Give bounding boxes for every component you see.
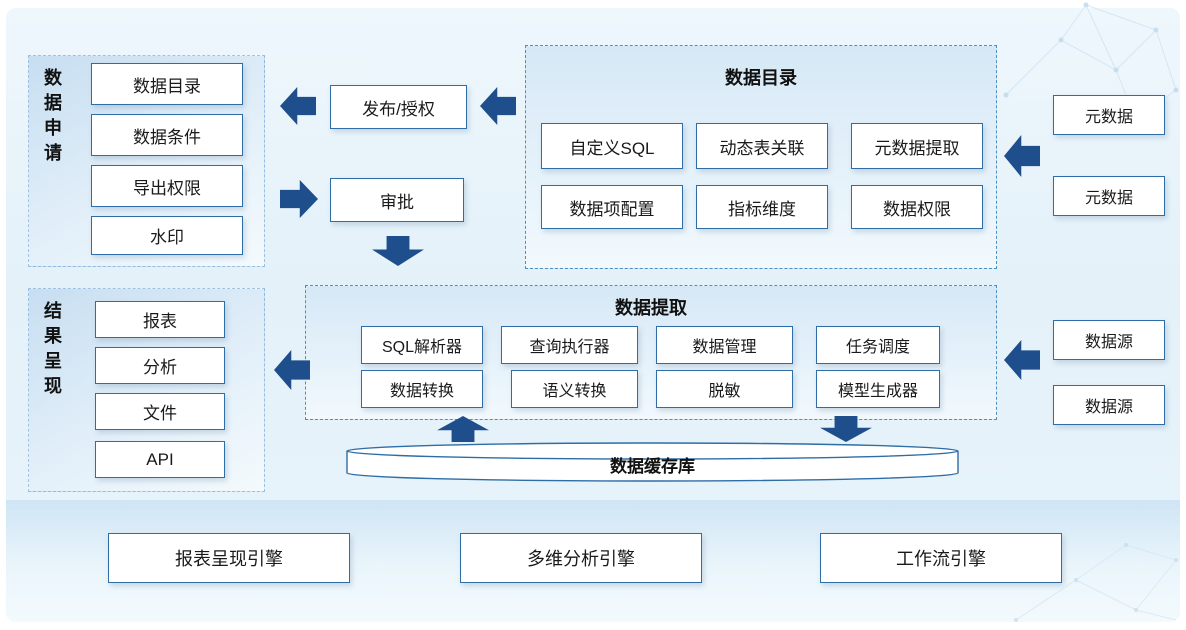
box-indicator-dimension: 指标维度 (696, 185, 828, 229)
cache-label: 数据缓存库 (610, 457, 695, 476)
box-model-generator: 模型生成器 (816, 370, 940, 408)
box-watermark: 水印 (91, 216, 243, 255)
panel-result-presentation-title: 结果呈现 (42, 301, 62, 401)
box-metadata-1: 元数据 (1053, 95, 1165, 135)
box-datasource-1: 数据源 (1053, 320, 1165, 360)
box-workflow-engine: 工作流引擎 (820, 533, 1062, 583)
box-dynamic-table-join: 动态表关联 (696, 123, 828, 169)
cache-cylinder: 数据缓存库 (345, 440, 960, 484)
box-data-conditions: 数据条件 (91, 114, 243, 156)
box-metadata-2: 元数据 (1053, 176, 1165, 216)
box-analysis: 分析 (95, 347, 225, 384)
panel-data-extraction-title: 数据提取 (615, 298, 687, 318)
box-custom-sql: 自定义SQL (541, 123, 683, 169)
panel-data-catalog: 数据目录 自定义SQL 动态表关联 元数据提取 数据项配置 指标维度 数据权限 (525, 45, 997, 269)
box-metadata-extract: 元数据提取 (851, 123, 983, 169)
box-approval: 审批 (330, 178, 464, 222)
box-sql-parser: SQL解析器 (361, 326, 483, 364)
box-datasource-2: 数据源 (1053, 385, 1165, 425)
panel-data-extraction: 数据提取 SQL解析器 查询执行器 数据管理 任务调度 数据转换 语义转换 脱敏… (305, 285, 997, 420)
box-report-engine: 报表呈现引擎 (108, 533, 350, 583)
box-data-item-config: 数据项配置 (541, 185, 683, 229)
box-file: 文件 (95, 393, 225, 430)
box-data-permission: 数据权限 (851, 185, 983, 229)
box-query-executor: 查询执行器 (501, 326, 638, 364)
box-data-transform: 数据转换 (361, 370, 483, 408)
panel-data-application-title: 数据申请 (42, 68, 62, 168)
panel-data-catalog-title: 数据目录 (725, 68, 797, 88)
box-task-scheduler: 任务调度 (816, 326, 940, 364)
box-semantic-transform: 语义转换 (511, 370, 638, 408)
box-data-catalog-item: 数据目录 (91, 63, 243, 105)
box-report: 报表 (95, 301, 225, 338)
panel-data-application: 数据申请 数据目录 数据条件 导出权限 水印 (28, 55, 265, 267)
box-api: API (95, 441, 225, 478)
box-data-masking: 脱敏 (656, 370, 793, 408)
cache-cylinder-shape (346, 442, 959, 482)
panel-result-presentation: 结果呈现 报表 分析 文件 API (28, 288, 265, 492)
box-export-permissions: 导出权限 (91, 165, 243, 207)
box-olap-engine: 多维分析引擎 (460, 533, 702, 583)
box-data-management: 数据管理 (656, 326, 793, 364)
box-publish-authorize: 发布/授权 (330, 85, 467, 129)
